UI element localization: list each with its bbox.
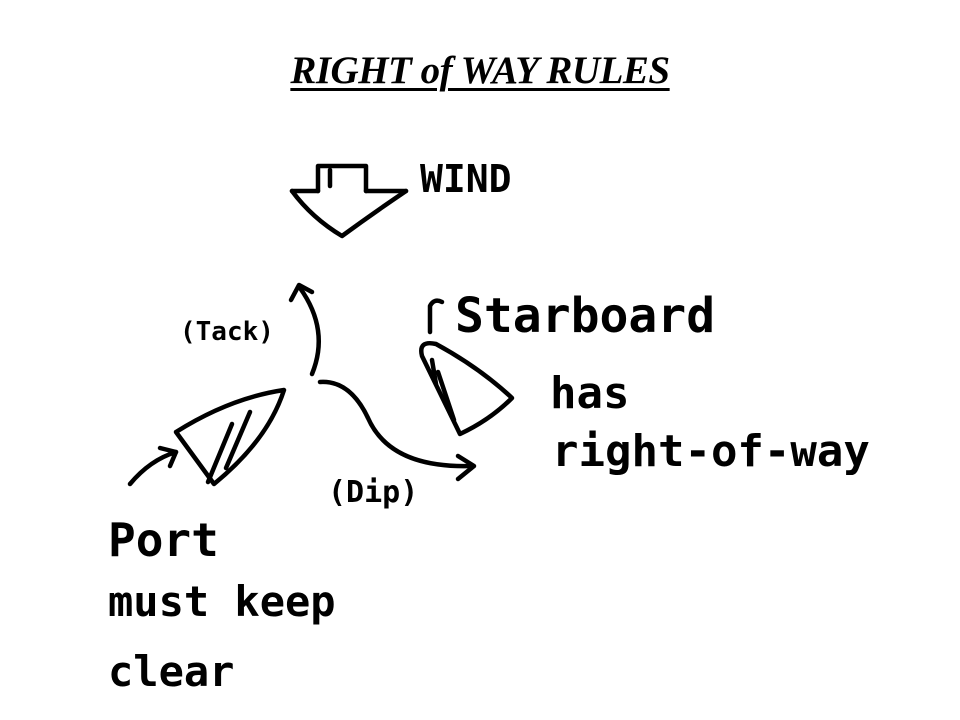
right-of-way-label: right-of-way — [552, 426, 870, 477]
port-label: Port — [108, 513, 219, 567]
wind-arrow — [289, 163, 409, 239]
port-boat-icon — [173, 387, 287, 487]
tack-label: (Tack) — [180, 317, 274, 347]
must-keep-label: must keep — [108, 577, 336, 626]
tack-arrow — [288, 282, 321, 377]
starboard-boat-icon — [419, 341, 515, 437]
clear-label: clear — [108, 647, 234, 696]
starboard-pointer — [427, 298, 445, 335]
slide-title: RIGHT of WAY RULES — [290, 49, 670, 92]
wind-label: WIND — [420, 157, 512, 201]
port-side-arrow — [127, 445, 179, 487]
dip-arrow — [317, 379, 477, 482]
has-label: has — [550, 368, 629, 419]
starboard-label: Starboard — [455, 288, 715, 344]
dip-label: (Dip) — [328, 475, 418, 510]
